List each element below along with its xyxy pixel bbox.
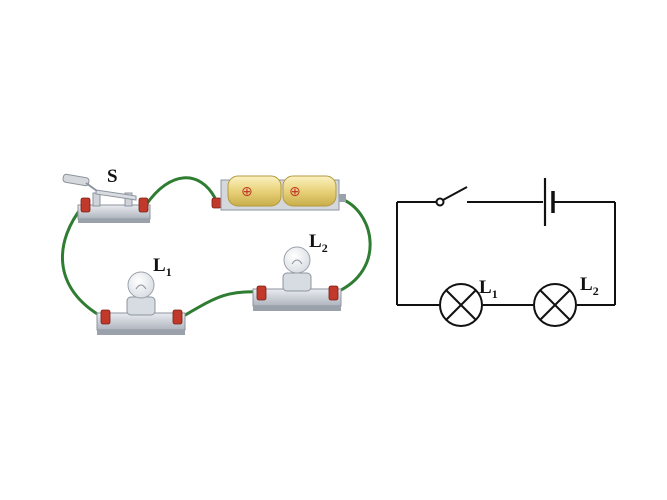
lamp1-socket [126,296,156,316]
switch-terminal-left [80,197,91,213]
switch-hinge [92,192,101,207]
schematic-lamp1-label: L1 [479,277,498,301]
battery-cell-2 [282,175,337,207]
wire-lamp1-switch [60,205,105,320]
lamp2-filament [291,259,303,265]
schematic-switch-pivot [435,197,445,207]
lamp2-terminal-right [328,285,339,301]
lamp1-label: L1 [153,255,172,279]
schematic-lamp-2 [533,283,577,327]
lamp2-label: L2 [309,231,328,255]
wire-switch-battery [144,176,217,206]
lamp2-base-side [253,306,341,311]
schematic-diagram [396,178,616,327]
schematic-switch-blade [442,186,468,201]
lamp-1: L1 [96,255,186,335]
lamp1-terminal-left [100,309,111,325]
wire-lamp2-lamp1 [179,290,263,320]
knife-switch: S [62,166,151,223]
wires [60,176,372,320]
lamp-2: L2 [252,231,342,311]
schematic-battery [543,178,555,226]
battery-cell-1 [227,175,282,207]
schematic-lamp2-label: L2 [580,274,599,298]
battery-cell-1-plus: ⊕ [241,184,253,200]
switch-base-side [78,219,150,223]
switch-handle-stem [85,182,98,192]
lamp2-terminal-left [256,285,267,301]
switch-label: S [107,166,118,187]
switch-blade [95,189,137,201]
schematic-lamp2-cross-b [539,289,571,321]
switch-terminal-right [138,197,149,213]
lamp2-socket [282,272,312,292]
battery-cell-2-plus: ⊕ [289,184,301,200]
lamp1-filament [135,284,147,290]
battery-terminal-right [339,194,346,202]
physical-circuit: S ⊕ ⊕ L1 [60,166,372,335]
lamp1-terminal-right [172,309,183,325]
lamp1-base-side [97,330,185,335]
battery-terminal-left [211,197,222,209]
wire-battery-lamp2 [336,198,372,294]
battery: ⊕ ⊕ [211,175,346,211]
schematic-lamp-1 [439,283,483,327]
switch-handle [62,173,90,187]
schematic-lamp1-cross-b [445,289,477,321]
schematic-switch [435,186,468,207]
